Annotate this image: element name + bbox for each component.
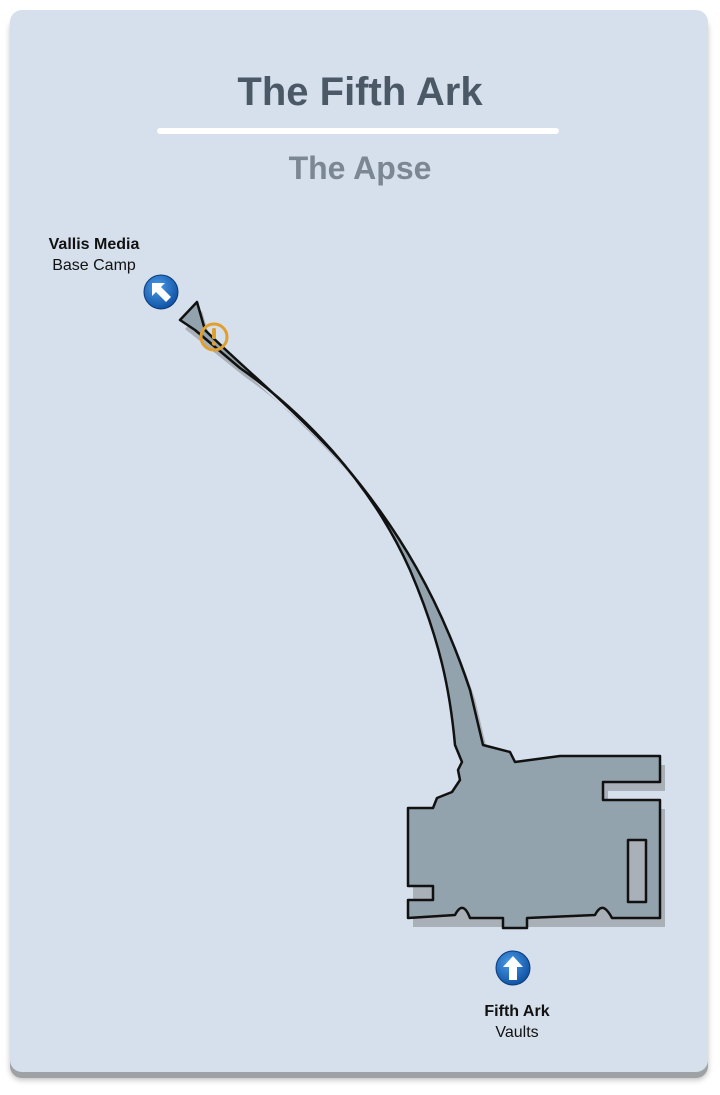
area-subtitle: The Apse [288, 150, 432, 186]
arrow-up-icon [503, 956, 523, 980]
arrow-up-left-icon [152, 283, 171, 302]
warning-marker[interactable] [199, 322, 229, 352]
exit-label-vallis-media: Vallis Media Base Camp [34, 234, 154, 276]
exit-detail: Base Camp [52, 257, 136, 274]
exit-name: Fifth Ark [484, 1003, 550, 1020]
exit-vallis-media-button[interactable] [143, 274, 179, 310]
exit-fifth-ark-button[interactable] [495, 950, 531, 986]
floor-area [178, 300, 662, 930]
exit-detail: Vaults [495, 1024, 539, 1041]
exit-label-fifth-ark: Fifth Ark Vaults [457, 1001, 577, 1043]
exit-name: Vallis Media [48, 236, 140, 253]
warning-icon [212, 328, 216, 339]
page-title: The Fifth Ark [237, 70, 483, 114]
title-divider [157, 128, 559, 134]
